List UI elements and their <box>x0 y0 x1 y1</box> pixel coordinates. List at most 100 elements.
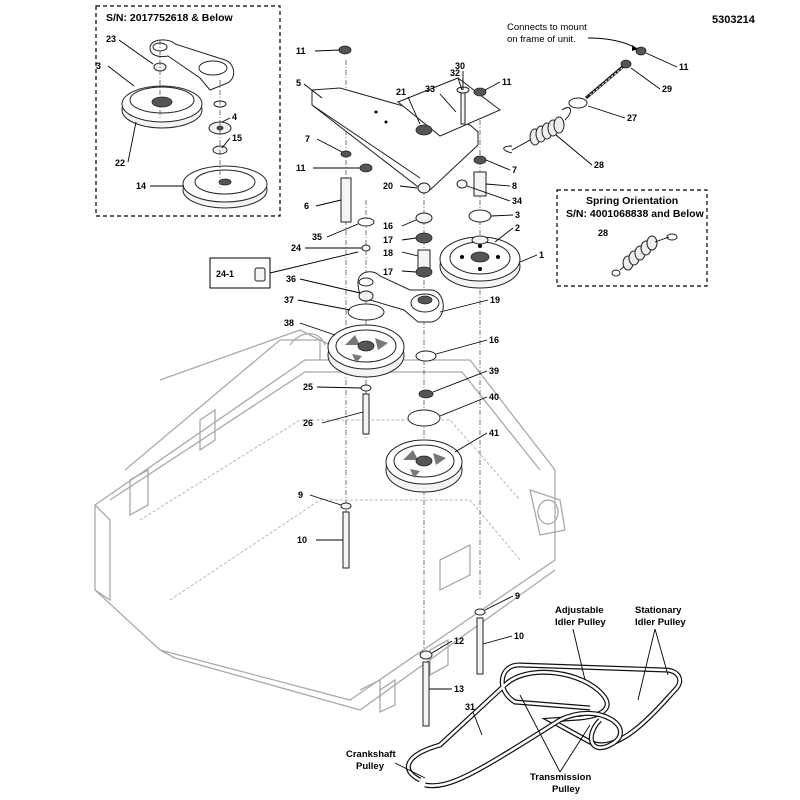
callout-18: 18 <box>383 248 393 258</box>
bearing-39 <box>418 389 434 399</box>
callout-26: 26 <box>303 418 313 428</box>
callout-16: 16 <box>489 335 499 345</box>
callout-19: 19 <box>490 295 500 305</box>
callout-3: 3 <box>96 61 101 71</box>
callout-24-1: 24-1 <box>216 269 234 279</box>
washer-34 <box>456 179 468 189</box>
note-line2: on frame of unit. <box>507 34 576 45</box>
callout-31: 31 <box>465 702 475 712</box>
inset-box-old-serial: S/N: 2017752618 & Below <box>95 5 281 217</box>
spacer-18 <box>417 249 431 269</box>
spring-box-title-line1: Spring Orientation <box>586 195 678 207</box>
callout-10: 10 <box>297 535 307 545</box>
nut-7-right <box>473 155 487 165</box>
callout-11: 11 <box>502 77 512 87</box>
nut-11-mid <box>359 163 373 173</box>
callout-17: 17 <box>383 267 393 277</box>
belt-31 <box>406 662 683 789</box>
nut-11-left <box>338 45 352 55</box>
washer-12 <box>419 650 433 660</box>
bearing-17-top <box>415 232 433 244</box>
bolt-26 <box>362 393 370 435</box>
nut-7-left <box>340 150 352 158</box>
callout-13: 13 <box>454 684 464 694</box>
callout-3: 3 <box>515 210 520 220</box>
washer-37 <box>347 303 385 321</box>
callout-leaders <box>107 39 678 736</box>
callout-38: 38 <box>284 318 294 328</box>
deck-frame <box>94 329 566 714</box>
callout-34: 34 <box>512 196 522 206</box>
callout-10: 10 <box>514 631 524 641</box>
washer-16-top <box>415 212 433 224</box>
belt-label-leaders <box>394 628 669 779</box>
callout-25: 25 <box>303 382 313 392</box>
washer-3 <box>468 209 492 223</box>
callout-37: 37 <box>284 295 294 305</box>
spacer-24-1 <box>254 267 266 282</box>
transmission-pulley-label-line1: Transmission <box>530 772 591 783</box>
callout-17: 17 <box>383 235 393 245</box>
callout-22: 22 <box>115 158 125 168</box>
spacer-6 <box>340 177 352 223</box>
washer-35 <box>357 217 375 227</box>
callout-41: 41 <box>489 428 499 438</box>
callout-24: 24 <box>291 243 301 253</box>
adjustable-idler-label-line1: Adjustable <box>555 605 604 616</box>
callout-4: 4 <box>232 112 237 122</box>
mount-bracket <box>311 87 479 191</box>
bearing-17-bottom <box>415 266 433 278</box>
callout-32: 32 <box>450 68 460 78</box>
pulley-41 <box>385 439 463 493</box>
bolt-10-left <box>342 511 350 569</box>
bolt-10-right <box>476 617 484 675</box>
spacer-21 <box>415 124 433 136</box>
bolt-13 <box>422 661 430 727</box>
stationary-idler-label-line2: Idler Pulley <box>635 617 686 628</box>
callout-28: 28 <box>598 228 608 238</box>
note-arrow <box>587 37 637 49</box>
callout-8: 8 <box>512 181 517 191</box>
callout-14: 14 <box>136 181 146 191</box>
callout-11: 11 <box>296 163 306 173</box>
callout-21: 21 <box>396 87 406 97</box>
callout-28: 28 <box>594 160 604 170</box>
document-number: 5303214 <box>712 14 756 26</box>
crankshaft-pulley-label-line1: Crankshaft <box>346 749 396 760</box>
callout-5: 5 <box>296 78 301 88</box>
pulley-1 <box>439 235 521 289</box>
callout-36: 36 <box>286 274 296 284</box>
washer-25 <box>360 384 372 392</box>
washer-36 <box>358 290 374 302</box>
callout-1: 1 <box>539 250 544 260</box>
callout-33: 33 <box>425 84 435 94</box>
callout-12: 12 <box>454 636 464 646</box>
callout-7: 7 <box>305 134 310 144</box>
adjustable-idler-label-line2: Idler Pulley <box>555 617 606 628</box>
callout-30: 30 <box>455 61 465 71</box>
callout-15: 15 <box>232 133 242 143</box>
inset-box-title: S/N: 2017752618 & Below <box>106 12 233 24</box>
transmission-pulley-label-line2: Pulley <box>552 784 581 795</box>
eyebolt-27 <box>568 62 627 109</box>
callout-9: 9 <box>298 490 303 500</box>
callout-6: 6 <box>304 201 309 211</box>
spring-orientation-box: Spring Orientation S/N: 4001068838 and B… <box>556 189 708 287</box>
pulley-38 <box>327 324 405 378</box>
callout-40: 40 <box>489 392 499 402</box>
nut-11-far-right <box>635 46 647 56</box>
callout-27: 27 <box>627 113 637 123</box>
callout-20: 20 <box>383 181 393 191</box>
callout-11: 11 <box>679 62 689 72</box>
washer-40 <box>407 409 441 427</box>
note-line1: Connects to mount <box>507 22 587 33</box>
crankshaft-pulley-label-line2: Pulley <box>356 761 385 772</box>
nut-11-right <box>473 87 487 97</box>
callout-23: 23 <box>106 34 116 44</box>
washer-9-left <box>340 502 352 510</box>
washer-9-right <box>474 608 486 616</box>
washer-16-bottom <box>415 350 437 362</box>
callout-7: 7 <box>512 165 517 175</box>
